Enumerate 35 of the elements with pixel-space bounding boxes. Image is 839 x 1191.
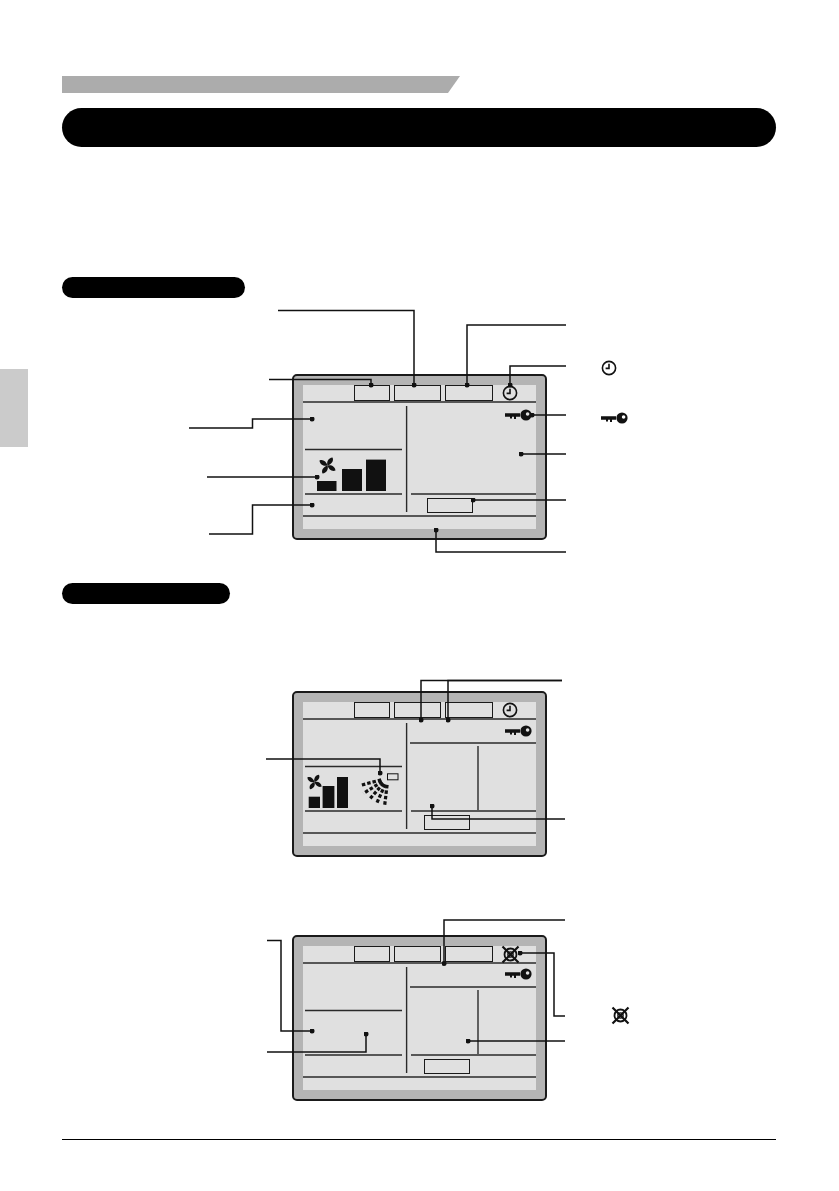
leader-line	[507, 365, 567, 388]
leader-line	[429, 803, 566, 820]
crossed-circle-icon	[501, 945, 520, 964]
leader-line	[268, 378, 374, 388]
indicator-frame	[394, 385, 441, 401]
leader-line	[470, 497, 567, 503]
leader-line	[441, 919, 566, 966]
lcd-display-panel	[292, 374, 547, 540]
leader-line	[265, 758, 383, 776]
indicator-frame	[445, 385, 493, 401]
leader-line	[517, 950, 566, 1017]
section-header-bar	[62, 583, 230, 604]
leader-line	[465, 1038, 566, 1044]
side-tab	[0, 369, 28, 447]
lcd-display-panel	[292, 691, 547, 857]
section-header-bar	[62, 277, 245, 298]
indicator-frame	[354, 385, 390, 401]
leader-line	[266, 939, 315, 1034]
leader-line	[208, 502, 315, 535]
leader-line	[464, 324, 567, 388]
lcd-display-panel	[292, 935, 547, 1101]
indicator-frame	[427, 498, 473, 513]
leader-line	[433, 527, 567, 553]
leader-line	[188, 416, 315, 429]
fan-speed-icon	[317, 456, 386, 491]
title-bar	[62, 108, 776, 147]
leader-line	[266, 1031, 369, 1053]
leader-line	[518, 451, 567, 457]
clock-icon	[502, 385, 518, 401]
leader-line	[529, 412, 567, 418]
leader-line	[277, 309, 417, 388]
section-tab	[62, 76, 460, 93]
leader-line	[206, 474, 320, 480]
key-icon	[505, 409, 532, 421]
leader-line	[445, 679, 563, 723]
